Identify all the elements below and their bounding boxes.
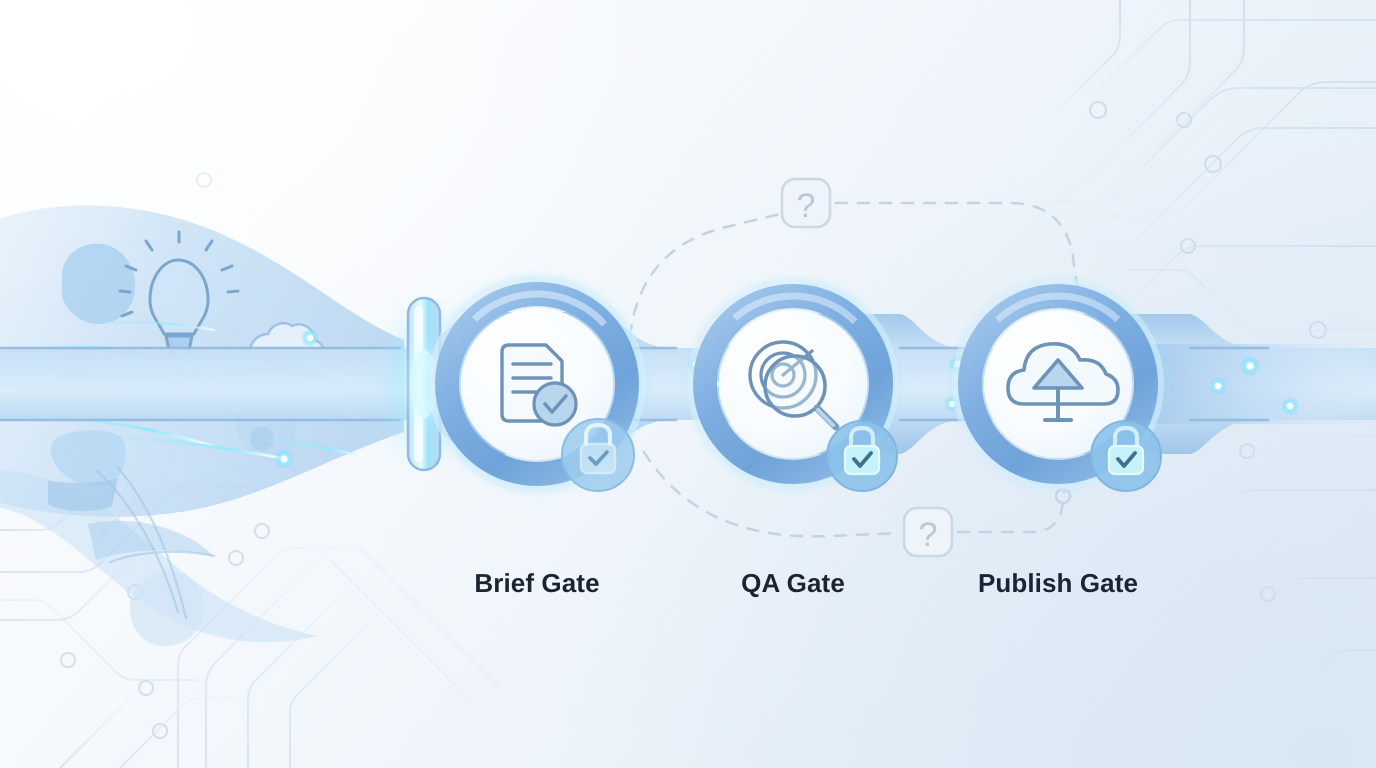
lock-check-badge-publish[interactable] [1090, 420, 1162, 492]
gate-label-qa: QA Gate [741, 568, 845, 598]
gate-node-publish[interactable] [932, 258, 1183, 509]
diagonal-sheen [329, 59, 1271, 701]
gate-node-halo-ring [428, 275, 646, 493]
circuit-node-dots-left [59, 171, 271, 740]
document-check-icon [500, 343, 578, 427]
circuit-node-dots-right [1088, 100, 1328, 603]
gate-label-brief: Brief Gate [474, 568, 600, 598]
feedback-loop-upper [628, 201, 1082, 338]
gate-node-halo-ring [952, 278, 1164, 490]
idea-stream-tail [0, 470, 318, 643]
gate-node-qa[interactable] [666, 257, 920, 511]
lightbulb-rays [118, 230, 240, 318]
feedback-loop-lower [642, 450, 1066, 538]
gate-node-ring-highlight [701, 292, 885, 476]
query-badge-upper-label: ? [797, 187, 816, 225]
gate-node-ring-highlight [966, 292, 1150, 476]
gate-node-halo-ring [687, 278, 899, 490]
query-badge-upper[interactable]: ? [780, 177, 832, 229]
gate-label-publish: Publish Gate [977, 568, 1139, 598]
lock-check-badge-brief[interactable] [561, 418, 635, 492]
circuit-top-right [1033, 0, 1376, 702]
lightbulb-icon [118, 230, 240, 360]
cloud-upload-icon [1006, 342, 1120, 422]
lock-check-badge-qa[interactable] [826, 420, 898, 492]
gate-node-ring-highlight [443, 290, 631, 478]
query-badge-lower[interactable]: ? [902, 506, 954, 558]
output-pipe-fade [1150, 344, 1376, 424]
query-badge-lower-label: ? [919, 516, 938, 554]
gate-node-brief[interactable] [407, 254, 667, 514]
magnifier-target-icon [748, 340, 840, 431]
